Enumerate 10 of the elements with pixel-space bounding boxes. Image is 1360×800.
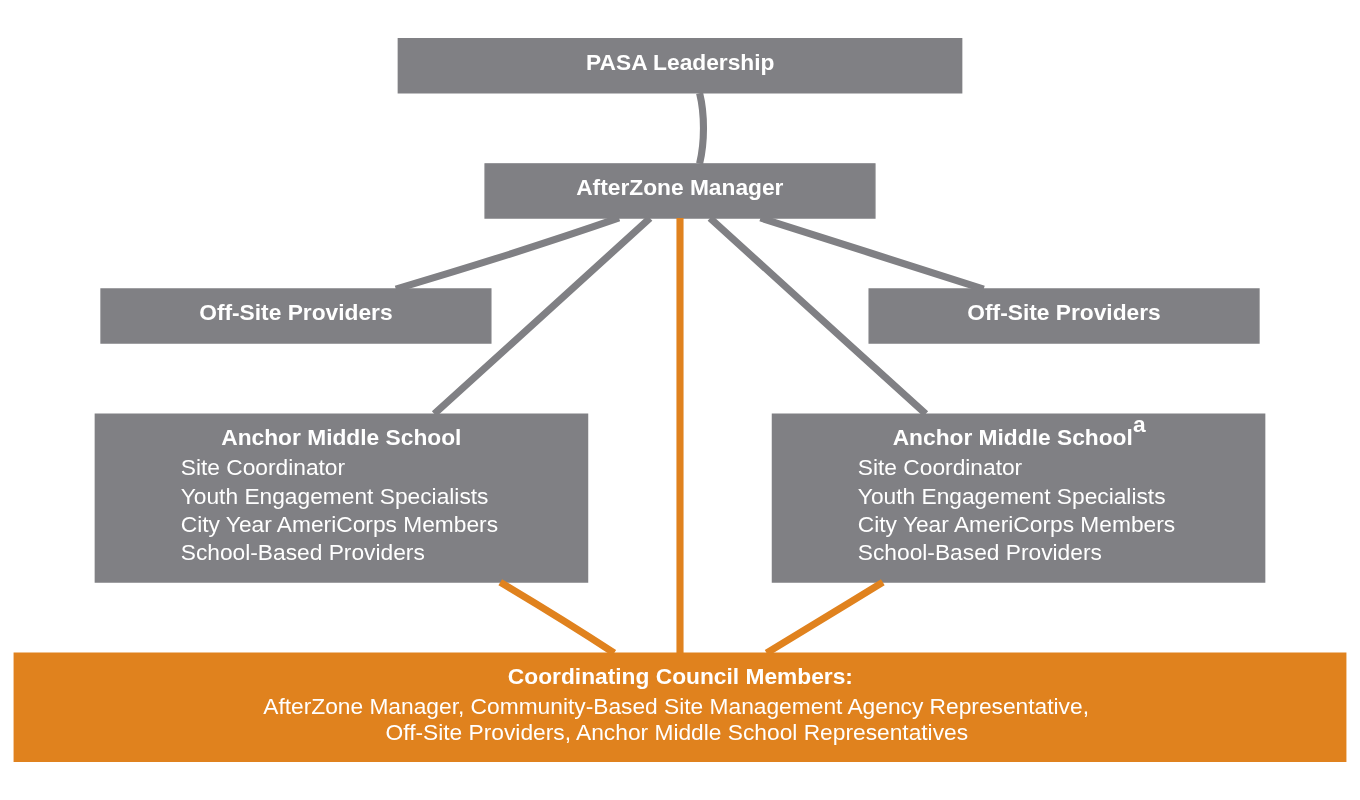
connector	[676, 217, 684, 654]
node-box: Coordinating Council Members: AfterZone Manager, Community-Based Site Management Agency Representative, Off-Site Providers, Anchor Middle School Representatives	[13, 652, 1347, 762]
connector	[696, 92, 708, 165]
node-box: Anchor Middle School Site Coordinator Youth Engagement Specialists City Year AmeriCorps Members School-Based Providers	[94, 413, 589, 583]
node-box: AfterZone Manager	[484, 163, 876, 219]
node-box: Off-Site Providers	[100, 288, 492, 344]
connector	[431, 215, 653, 417]
node-box: Off-Site Providers	[868, 288, 1260, 344]
connector	[707, 215, 929, 417]
node-box: PASA Leadership	[397, 38, 963, 94]
